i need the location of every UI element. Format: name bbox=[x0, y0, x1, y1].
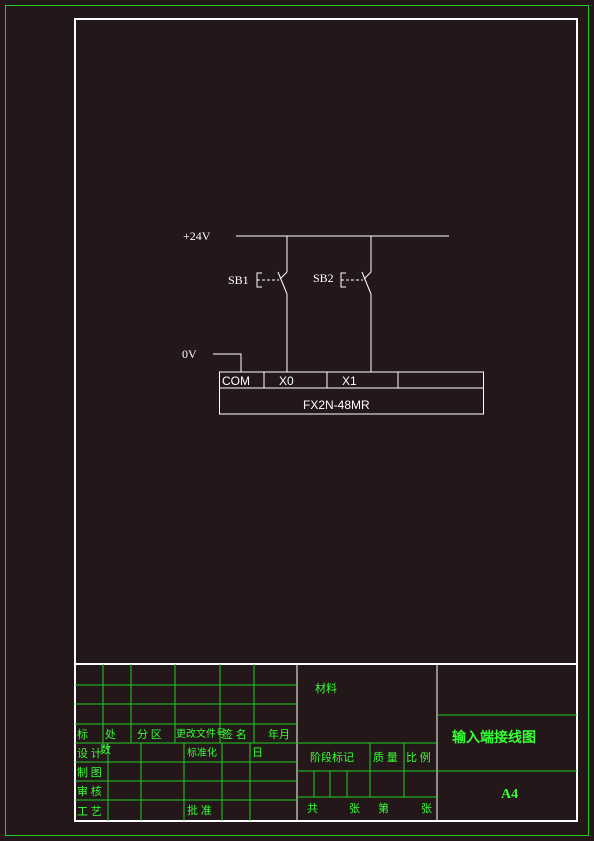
sb2-contact-stub bbox=[363, 271, 372, 280]
sb2-contact-blade bbox=[361, 271, 372, 295]
total-label: 共 bbox=[307, 802, 318, 815]
terminal-x1: X1 bbox=[342, 374, 357, 388]
standardization-label: 标准化 bbox=[187, 746, 217, 759]
row-label-design: 设 计 bbox=[77, 747, 102, 760]
circuit-diagram bbox=[213, 235, 484, 415]
sheets-label: 张 bbox=[349, 802, 360, 815]
material-label: 材料 bbox=[315, 681, 337, 695]
plc-model: FX2N-48MR bbox=[303, 398, 370, 412]
zero-volt-label: 0V bbox=[182, 347, 197, 361]
design-sign-suffix: 数 bbox=[100, 743, 111, 756]
terminal-com: COM bbox=[222, 374, 250, 388]
rev-header-zone: 分 区 bbox=[137, 728, 162, 741]
stage-mark-label: 阶段标记 bbox=[310, 750, 354, 764]
paper-size: A4 bbox=[501, 787, 518, 802]
outer-border bbox=[5, 5, 589, 836]
terminal-x0: X0 bbox=[279, 374, 294, 388]
sb1-contact-stub bbox=[279, 271, 288, 280]
scale-label: 比 例 bbox=[406, 750, 431, 764]
drawing-title: 输入端接线图 bbox=[452, 729, 536, 746]
row-label-review: 审 核 bbox=[77, 784, 102, 798]
plc-block bbox=[219, 371, 484, 415]
row-label-drafting: 制 图 bbox=[77, 766, 102, 779]
zero-volt-wire bbox=[213, 353, 242, 372]
rev-header-mark: 标 bbox=[77, 727, 88, 741]
supply-label: +24V bbox=[183, 229, 211, 243]
weight-label: 质 量 bbox=[373, 751, 398, 764]
approval-label: 批 准 bbox=[187, 803, 212, 817]
sheet-no-label: 第 bbox=[378, 801, 389, 815]
sb1-contact-blade bbox=[277, 271, 288, 295]
rev-header-doc-no: 更改文件号 bbox=[176, 727, 226, 740]
switch-label-sb2: SB2 bbox=[313, 271, 334, 285]
date-label: 日 bbox=[252, 747, 263, 759]
row-label-process: 工 艺 bbox=[77, 805, 102, 818]
rev-header-sign: 签 名 bbox=[222, 727, 247, 741]
switch-label-sb1: SB1 bbox=[228, 273, 249, 287]
rev-header-count: 处 bbox=[105, 728, 116, 741]
sheet-suffix-label: 张 bbox=[421, 802, 432, 815]
inner-border bbox=[74, 18, 578, 822]
rev-header-date: 年月 bbox=[268, 727, 290, 741]
title-block-green-grid bbox=[75, 664, 577, 821]
